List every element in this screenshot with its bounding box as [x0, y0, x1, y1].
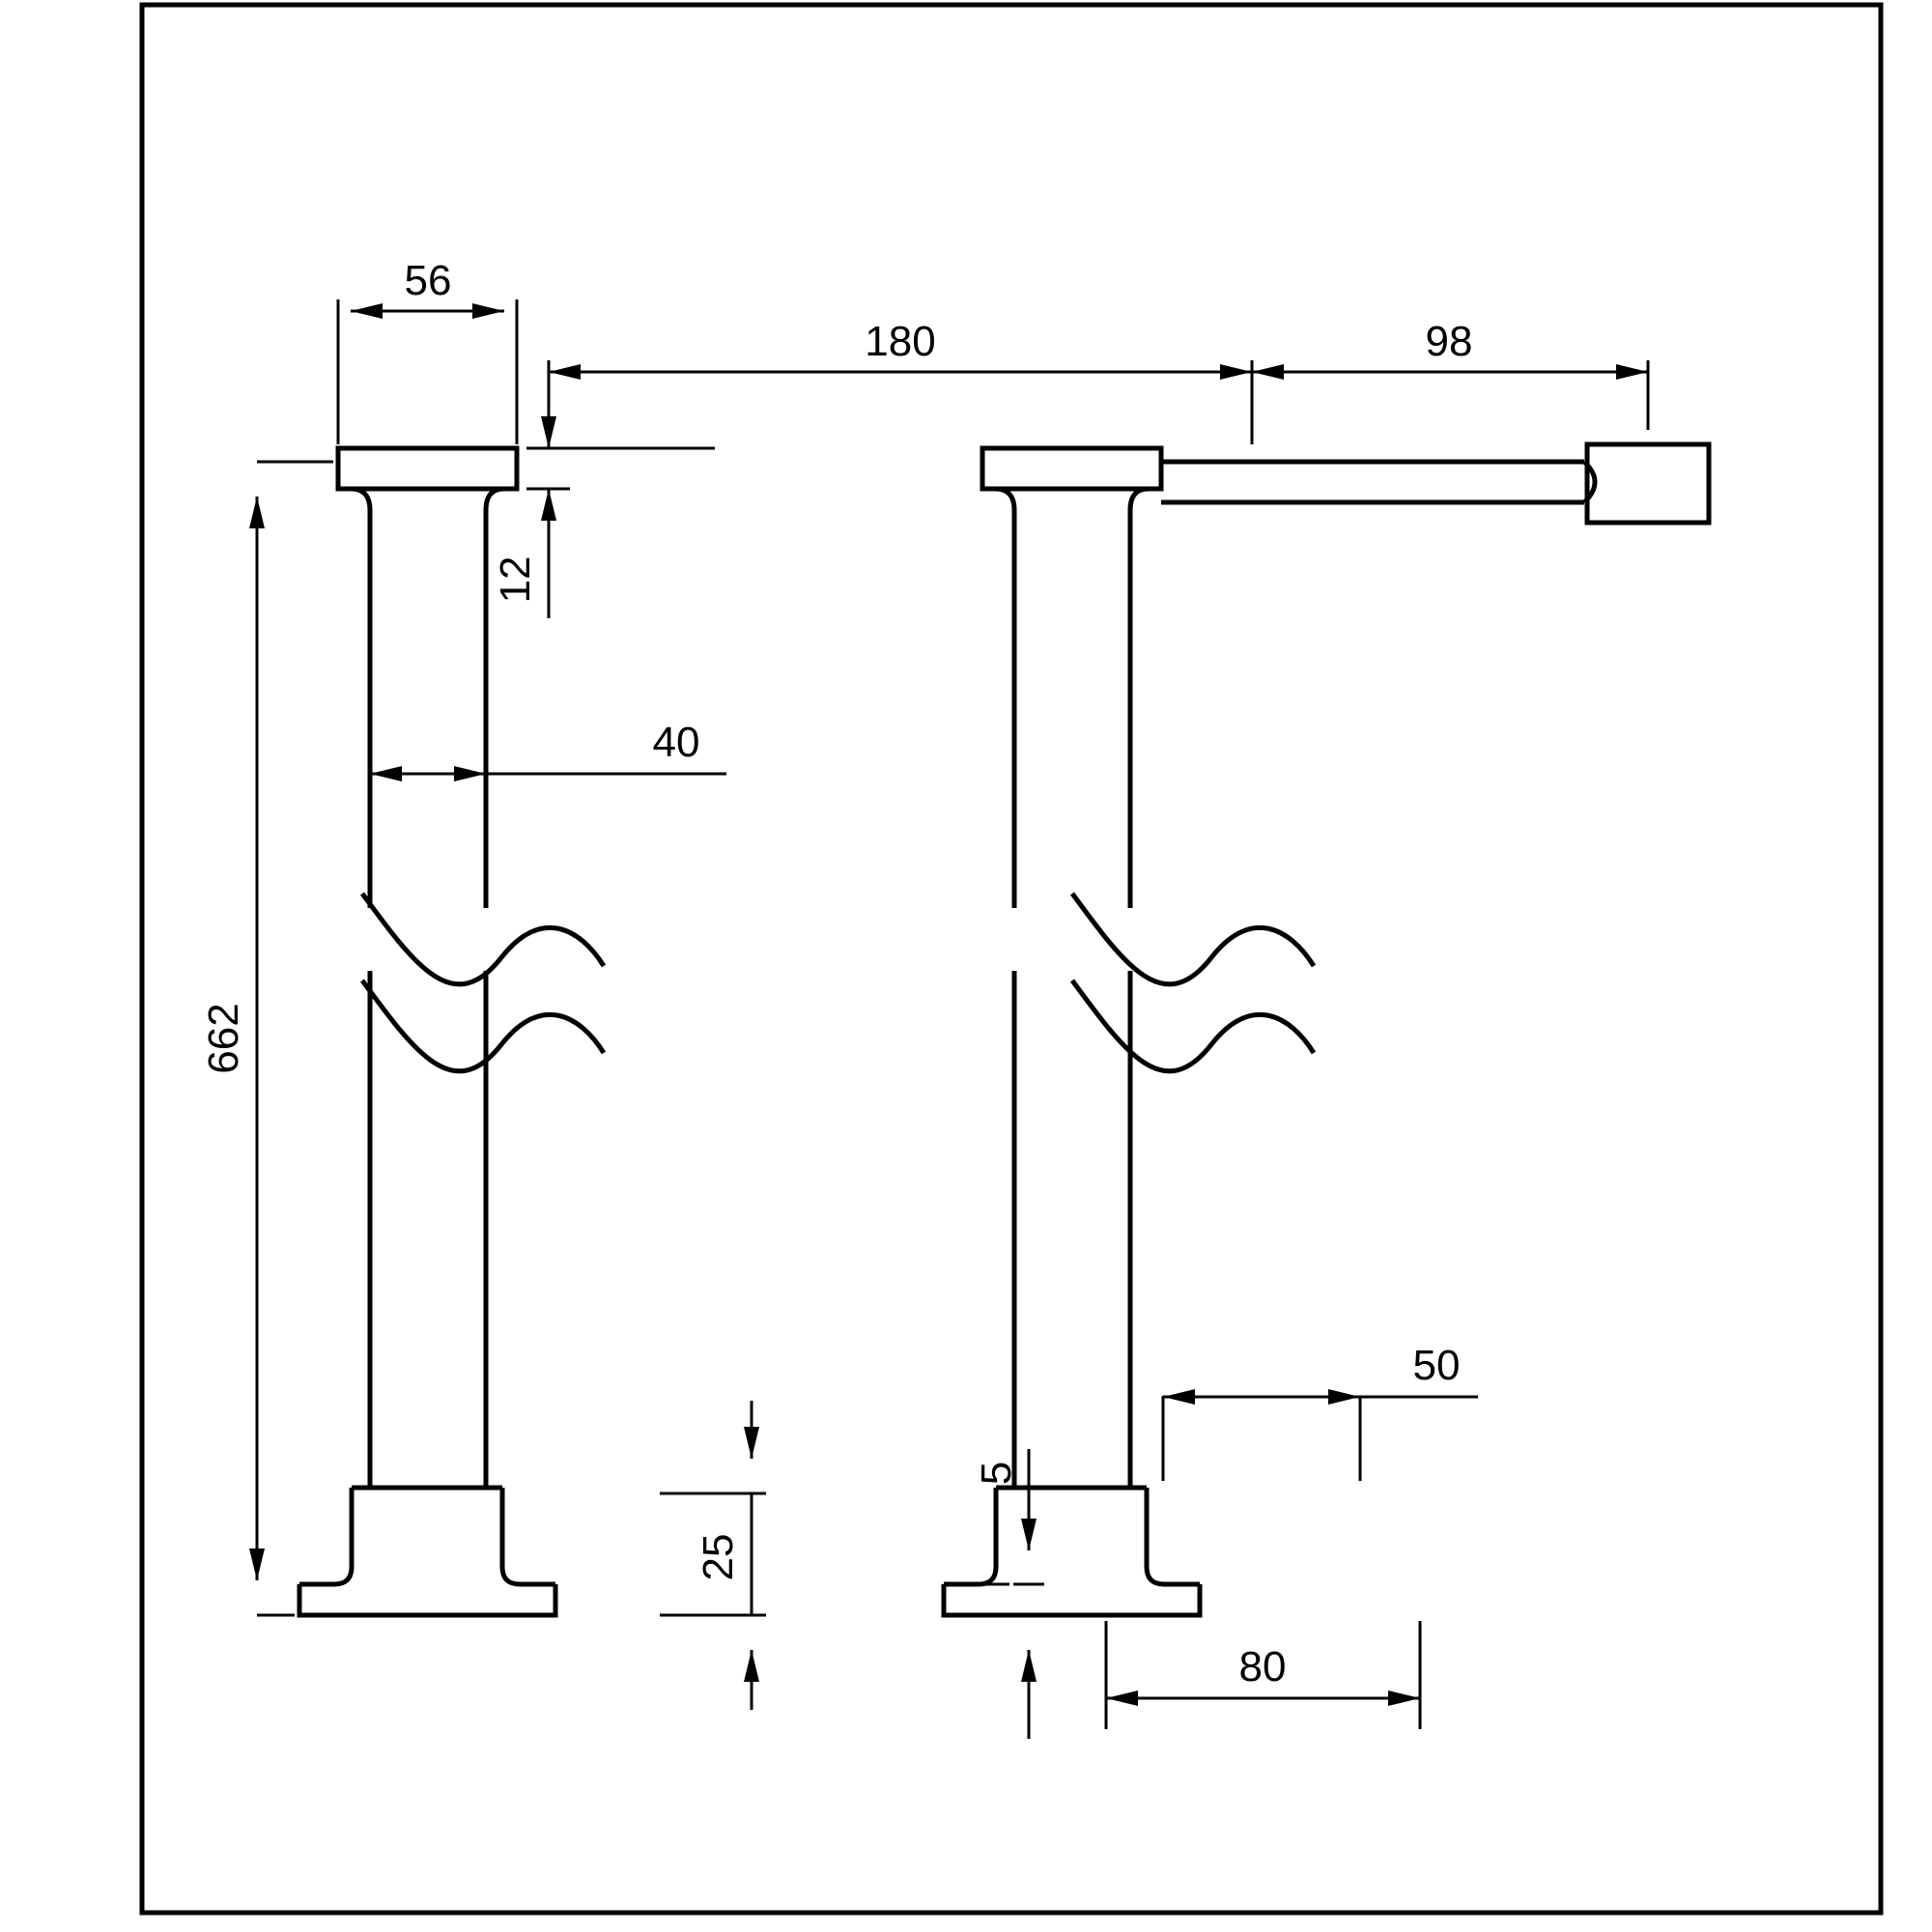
dim-80-label: 80: [1239, 1643, 1287, 1690]
left-base-fillet-left: [333, 1566, 355, 1587]
right-view-geometry: [941, 441, 1712, 1618]
dim-180-group: [547, 360, 1254, 444]
left-cap: [335, 445, 520, 492]
left-base-plate-outline: [297, 1584, 558, 1618]
dim-56-group: [336, 299, 519, 444]
break-line-upper-left-view: [359, 892, 607, 987]
dim-25-group: [660, 1401, 766, 1710]
dim-180-label: 180: [865, 318, 935, 365]
dim-662-label: 662: [200, 1003, 247, 1073]
dim-12-label: 12: [492, 556, 539, 604]
sheet-border: [139, 2, 1884, 1916]
right-base-plate-outline: [941, 1584, 1203, 1618]
arm-end-block: [1584, 441, 1712, 526]
dim-50-group: [1161, 1389, 1478, 1481]
dim-98-group: [1250, 360, 1650, 444]
break-line-lower-left-view: [359, 979, 607, 1074]
dim-98-label: 98: [1426, 318, 1473, 365]
right-base-fillet-left: [978, 1566, 999, 1587]
break-line-upper-right-view: [1069, 892, 1317, 987]
right-base-fillet-right: [1144, 1566, 1165, 1587]
dim-12-group: [526, 396, 715, 618]
break-line-lower-right-view: [1069, 979, 1317, 1074]
dim-56-label: 56: [405, 257, 452, 304]
left-view-geometry: [297, 445, 607, 1618]
dim-5-group: [966, 1449, 1044, 1739]
dim-5-label: 5: [973, 1462, 1020, 1485]
dim-662-group: [249, 460, 333, 1617]
dim-50-wall-extensions: [1161, 1397, 1362, 1481]
left-base-fillet-right: [499, 1566, 521, 1587]
right-fillet-left: [994, 486, 1017, 511]
dim-50-label: 50: [1413, 1342, 1461, 1389]
dim-40-group: [368, 720, 726, 831]
right-fillet-right: [1127, 486, 1150, 511]
left-fillet-left: [350, 486, 373, 511]
dim-25-label: 25: [695, 1534, 742, 1581]
dim-80-group: [1104, 1621, 1422, 1729]
left-fillet-right: [483, 486, 505, 511]
dim-40-label: 40: [653, 719, 700, 766]
right-cap: [980, 445, 1164, 492]
